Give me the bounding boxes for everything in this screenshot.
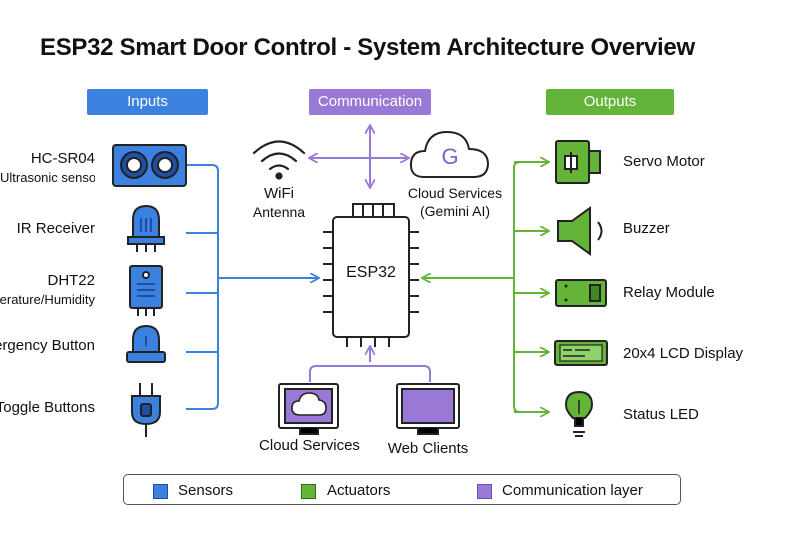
ir-receiver-icon (127, 204, 165, 252)
cloud-services-monitor-icon (278, 383, 339, 435)
input-hcsr04-group: HC-SR04 Ultrasonic sensor (0, 150, 95, 185)
input-dht22-sub: Temperature/Humidity (0, 292, 95, 307)
wifi-icon (252, 140, 306, 180)
led-bulb-icon (564, 390, 594, 437)
legend-actuators-label: Actuators (327, 482, 391, 499)
input-dht22-group: DHT22 Temperature/Humidity (0, 272, 95, 307)
input-bus-line (186, 164, 219, 410)
input-connectors (186, 164, 318, 410)
ultrasonic-sensor-icon (112, 144, 187, 187)
web-clients-monitor-icon (396, 383, 460, 435)
cloud-gemini-icon (409, 130, 490, 178)
output-relay-label: Relay Module (623, 284, 715, 301)
output-buzzer-label: Buzzer (623, 220, 670, 237)
legend: Sensors Actuators Communication layer (123, 474, 681, 505)
cloud-label: Cloud Services (407, 185, 503, 201)
inputs-header: Inputs (87, 89, 208, 115)
output-lcd-label: 20x4 LCD Display (623, 345, 744, 362)
cloud-services-label: Cloud Services (259, 437, 360, 454)
communication-connectors (309, 126, 431, 382)
relay-module-icon (555, 279, 607, 307)
wifi-label-group: WiFi Antenna (240, 185, 318, 220)
wifi-label: WiFi (264, 185, 294, 202)
legend-sensors-swatch (153, 484, 168, 499)
buzzer-icon (557, 206, 603, 256)
output-connectors (423, 162, 548, 412)
input-hcsr04-label: HC-SR04 (30, 150, 95, 167)
esp32-label: ESP32 (346, 264, 396, 281)
input-toggle-label: Toggle Buttons (0, 399, 95, 416)
legend-communication-label: Communication layer (502, 482, 643, 499)
dht22-sensor-icon (129, 265, 163, 316)
output-servo-label: Servo Motor (623, 153, 705, 170)
input-hcsr04-sub: Ultrasonic sensor (0, 170, 95, 185)
clients-bus-line (309, 365, 431, 382)
esp32-chip (323, 203, 419, 347)
legend-communication-swatch (477, 484, 492, 499)
wifi-sub-label: Antenna (252, 204, 306, 220)
outputs-header: Outputs (546, 89, 674, 115)
legend-actuators-swatch (301, 484, 316, 499)
emergency-button-icon (126, 324, 166, 363)
output-bus-line (513, 161, 548, 413)
cloud-label-group: Cloud Services (Gemini AI) (400, 185, 510, 219)
gemini-glyph: G (441, 144, 459, 169)
input-emergency-label: Emergency Button (0, 337, 95, 354)
legend-sensors-label: Sensors (178, 482, 234, 499)
web-clients-label: Web Clients (387, 440, 469, 457)
output-led-label: Status LED (623, 406, 699, 423)
communication-header: Communication (309, 89, 431, 115)
diagram-title: ESP32 Smart Door Control - System Archit… (40, 34, 695, 61)
cloud-sub-label: (Gemini AI) (419, 203, 490, 219)
lcd-display-icon (554, 340, 608, 366)
input-dht22-label: DHT22 (47, 272, 95, 289)
servo-motor-icon (555, 140, 601, 184)
toggle-button-icon (131, 383, 161, 437)
input-ir-label: IR Receiver (16, 220, 95, 237)
